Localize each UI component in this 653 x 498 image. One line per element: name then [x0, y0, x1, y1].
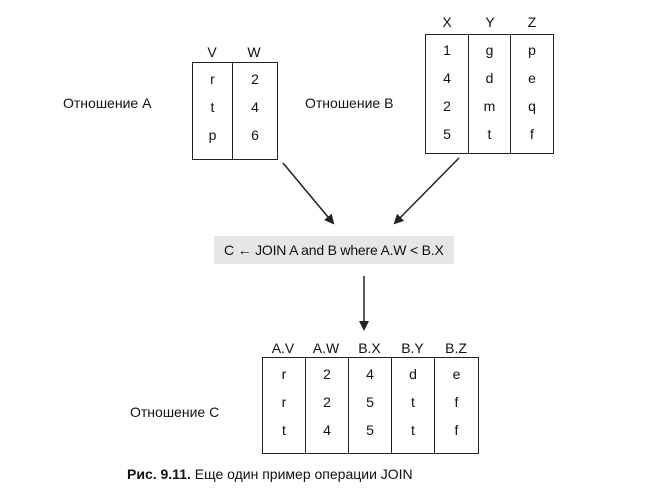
table-cell: 4: [323, 422, 331, 438]
column-header: W: [247, 44, 261, 60]
relation-b-table: 1 4 2 5 g d m t p e q f: [425, 34, 554, 154]
column-z: p e q f: [510, 35, 553, 153]
table-cell: 4: [366, 366, 374, 382]
column-b-y: d t t: [391, 358, 434, 453]
table-cell: p: [208, 127, 217, 143]
table-cell: d: [409, 366, 417, 382]
table-cell: t: [210, 99, 215, 115]
column-header: B.X: [358, 340, 381, 356]
table-cell: t: [487, 126, 492, 142]
column-v: r t p: [193, 63, 232, 159]
table-cell: m: [483, 98, 496, 114]
table-cell: r: [210, 71, 215, 87]
table-cell: 2: [251, 71, 259, 87]
column-a-w: 2 2 4: [305, 358, 348, 453]
table-cell: t: [411, 422, 415, 438]
table-cell: f: [454, 422, 459, 438]
table-cell: 2: [323, 366, 331, 382]
relation-a-header: V W: [192, 44, 276, 60]
relation-b-label: Отношение B: [305, 95, 394, 111]
table-cell: f: [454, 394, 459, 410]
column-b-z: e f f: [434, 358, 478, 453]
table-cell: 5: [366, 394, 374, 410]
relation-a-table: r t p 2 4 6: [192, 62, 278, 160]
table-cell: t: [282, 422, 286, 438]
column-x: 1 4 2 5: [426, 35, 468, 153]
relation-a-label: Отношение A: [63, 95, 152, 111]
column-b-x: 4 5 5: [348, 358, 391, 453]
column-header: Z: [527, 14, 537, 30]
table-cell: e: [528, 70, 536, 86]
caption-prefix: Рис. 9.11.: [127, 466, 191, 482]
table-cell: p: [528, 42, 536, 58]
table-cell: 5: [443, 126, 451, 142]
column-header: X: [442, 14, 452, 30]
column-a-v: r r t: [263, 358, 305, 453]
arrow-b-to-formula: [393, 157, 460, 225]
table-cell: d: [485, 70, 494, 86]
column-header: V: [207, 44, 217, 60]
table-cell: f: [530, 126, 534, 142]
figure-caption: Рис. 9.11. Еще один пример операции JOIN: [127, 466, 413, 482]
column-header: A.V: [271, 340, 295, 356]
table-cell: 1: [443, 42, 451, 58]
table-cell: 4: [443, 70, 451, 86]
relation-c-header: A.V A.W B.X B.Y B.Z: [262, 340, 478, 356]
join-formula: C ← JOIN A and B where A.W < B.X: [214, 236, 454, 264]
caption-text: Еще один пример операции JOIN: [194, 466, 413, 482]
table-cell: 5: [366, 422, 374, 438]
column-header: B.Y: [401, 340, 424, 356]
table-cell: r: [281, 394, 287, 410]
relation-c-label: Отношение C: [130, 404, 220, 420]
table-cell: 2: [323, 394, 331, 410]
column-header: Y: [485, 14, 495, 30]
table-cell: g: [485, 42, 494, 58]
table-cell: q: [528, 98, 536, 114]
table-cell: r: [281, 366, 287, 382]
column-w: 2 4 6: [232, 63, 277, 159]
table-cell: t: [411, 394, 415, 410]
table-cell: 2: [443, 98, 451, 114]
table-cell: 4: [251, 99, 259, 115]
relation-b-header: X Y Z: [425, 14, 553, 30]
column-header: B.Z: [445, 340, 467, 356]
column-header: A.W: [312, 340, 340, 356]
table-cell: 6: [251, 127, 259, 143]
table-cell: e: [452, 366, 461, 382]
relation-c-table: r r t 2 2 4 4 5 5 d t t e f f: [262, 357, 479, 454]
arrow-a-to-formula: [282, 162, 335, 225]
column-y: g d m t: [468, 35, 510, 153]
